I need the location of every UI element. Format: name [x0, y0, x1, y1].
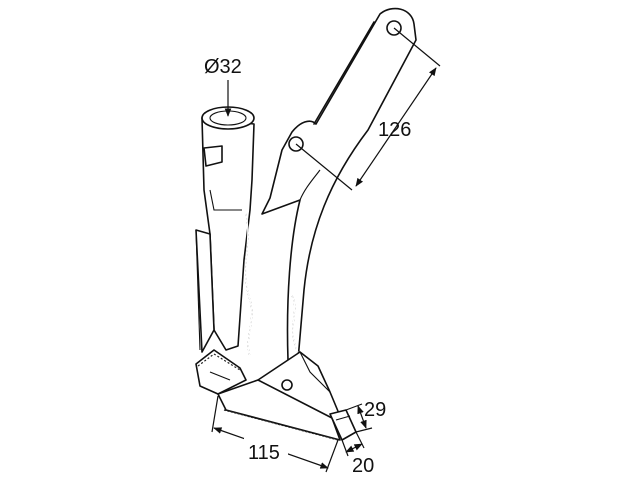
width-label: 20 — [352, 455, 374, 477]
weld-seam-left — [245, 213, 253, 357]
share-bolt-icon — [281, 379, 293, 391]
hole-spacing-label: 126 — [378, 119, 411, 141]
share-point — [217, 351, 357, 441]
length-label: 115 — [248, 442, 280, 464]
tube-slot — [203, 145, 223, 167]
tube-holder — [195, 106, 255, 353]
dimension-length: 115 — [211, 395, 339, 473]
dimension-diameter: Ø32 — [204, 56, 242, 117]
base-foot — [195, 349, 247, 395]
share-blade — [217, 379, 341, 441]
dimension-hole-spacing: 126 — [295, 27, 441, 191]
height-label: 29 — [364, 399, 386, 421]
curved-shank — [261, 7, 417, 361]
dimension-width: 20 — [341, 431, 374, 477]
diameter-label: Ø32 — [204, 56, 242, 78]
side-plate — [195, 229, 215, 353]
dimension-height: 29 — [345, 399, 386, 433]
weld-seam-right — [291, 295, 299, 353]
